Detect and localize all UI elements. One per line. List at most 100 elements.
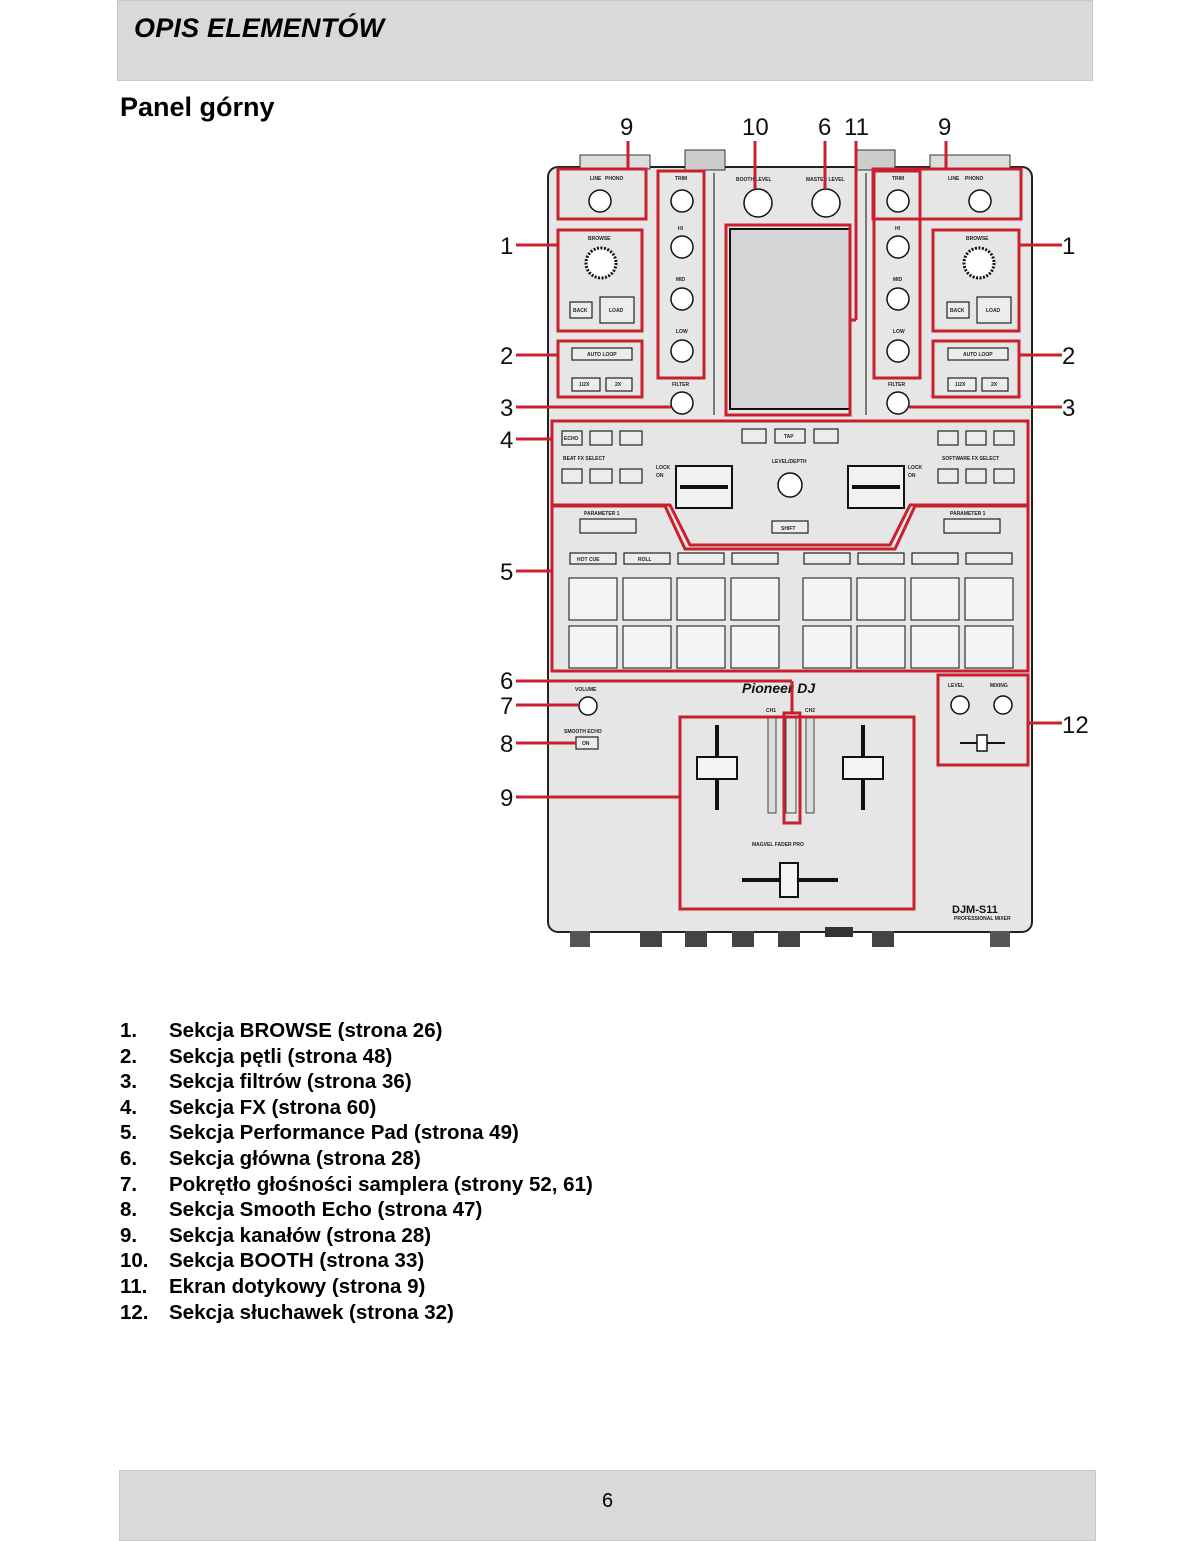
device-label: LEVEL <box>948 683 964 689</box>
legend-item: 7.Pokrętło głośności samplera (strony 52… <box>120 1172 593 1198</box>
software-fx-button-3[interactable] <box>993 430 1015 446</box>
trans-button[interactable] <box>619 468 643 484</box>
software-fx-button-1[interactable] <box>937 430 959 446</box>
channel-fader-left[interactable] <box>696 756 738 780</box>
device-label: ROLL <box>638 557 652 563</box>
device-label: HI <box>678 226 684 232</box>
back-button-right[interactable] <box>946 301 970 319</box>
legend-text: Ekran dotykowy (strona 9) <box>169 1274 426 1298</box>
load-button-right[interactable] <box>976 296 1012 324</box>
footer-bar: 6 <box>119 1470 1096 1541</box>
reverb-button[interactable] <box>561 468 583 484</box>
device-label: PHONO <box>965 176 983 182</box>
tap-button[interactable] <box>774 428 806 444</box>
software-fx-select-1[interactable] <box>937 468 959 484</box>
legend-text: Sekcja FX (strona 60) <box>169 1095 377 1119</box>
echo-button[interactable] <box>561 430 583 446</box>
low-knob-left[interactable] <box>670 339 694 363</box>
pad <box>622 577 672 621</box>
legend-item: 3. Sekcja filtrów (strona 36) <box>120 1069 593 1095</box>
filter-knob-left[interactable] <box>670 391 694 415</box>
level-depth-knob[interactable] <box>777 472 803 498</box>
parameter-buttons-right[interactable] <box>943 518 1001 534</box>
parameter-buttons-left[interactable] <box>579 518 637 534</box>
hi-knob-right[interactable] <box>886 235 910 259</box>
double-loop-button-right[interactable] <box>981 377 1009 392</box>
legend-item: 4.Sekcja FX (strona 60) <box>120 1095 593 1121</box>
saved-loop-button-left <box>677 552 725 565</box>
double-loop-button-left[interactable] <box>605 377 633 392</box>
callout-left-1: 1 <box>500 233 513 260</box>
shift-button[interactable] <box>771 520 809 534</box>
top-connector <box>854 149 896 171</box>
crossfader[interactable] <box>779 862 799 898</box>
half-loop-button-right[interactable] <box>947 377 977 392</box>
device-label: 1/2X <box>955 382 966 388</box>
sampler-button-left <box>731 552 779 565</box>
touch-screen <box>729 228 851 410</box>
input-selector-a[interactable] <box>588 189 612 213</box>
device-label: VOLUME <box>575 687 597 693</box>
callout-box-5-pads <box>550 504 1030 673</box>
device-label: PARAMETER 1 <box>950 511 986 517</box>
backspin-button[interactable] <box>589 430 613 446</box>
legend-num: 9. <box>120 1223 138 1247</box>
legend-item: 12.Sekcja słuchawek (strona 32) <box>120 1300 593 1326</box>
trim-knob-right[interactable] <box>886 189 910 213</box>
legend-list: 1.Sekcja BROWSE (strona 26) 2.Sekcja pęt… <box>120 1018 593 1325</box>
back-button-left[interactable] <box>569 301 593 319</box>
device-label: TRIM <box>675 176 687 182</box>
callout-box-1-left <box>556 228 644 333</box>
device-label: PROFESSIONAL MIXER <box>954 916 1011 922</box>
browse-knob-left[interactable] <box>584 246 618 280</box>
device-label: PARAMETER 1 <box>584 511 620 517</box>
hot-cue-button-left <box>569 552 617 565</box>
vinyl-brake-button[interactable] <box>589 468 613 484</box>
device-label: PHONO <box>605 176 623 182</box>
half-loop-button-left[interactable] <box>571 377 601 392</box>
software-fx-button-2[interactable] <box>965 430 987 446</box>
software-fx-select-2[interactable] <box>965 468 987 484</box>
beat-right-button[interactable] <box>813 428 839 444</box>
legend-num: 1. <box>120 1019 138 1042</box>
trim-knob-left[interactable] <box>670 189 694 213</box>
performance-pads <box>568 577 1014 669</box>
channel-fader-right[interactable] <box>842 756 884 780</box>
low-knob-right[interactable] <box>886 339 910 363</box>
callout-box-9-faders <box>678 715 916 911</box>
master-level-knob[interactable] <box>811 188 841 218</box>
auto-loop-button-right[interactable] <box>947 347 1009 361</box>
callout-left-3: 3 <box>500 395 513 422</box>
hi-knob-left[interactable] <box>670 235 694 259</box>
mid-knob-left[interactable] <box>670 287 694 311</box>
legend-text: Sekcja Smooth Echo (strona 47) <box>169 1198 483 1222</box>
callout-right-2: 2 <box>1062 343 1075 370</box>
device-label: LINE <box>948 176 960 182</box>
flanger-button[interactable] <box>619 430 643 446</box>
headphones-level-knob[interactable] <box>950 695 970 715</box>
booth-level-knob[interactable] <box>743 188 773 218</box>
callout-left-8: 8 <box>500 731 513 758</box>
legend-num: 3. <box>120 1070 138 1094</box>
sampler-volume-knob[interactable] <box>578 696 598 716</box>
top-connector <box>579 154 651 170</box>
filter-knob-right[interactable] <box>886 391 910 415</box>
browse-knob-right[interactable] <box>962 246 996 280</box>
headphones-cue-fader[interactable] <box>976 734 988 752</box>
legend-text: Sekcja filtrów (strona 36) <box>169 1070 412 1094</box>
software-fx-select-3[interactable] <box>993 468 1015 484</box>
legend-text: Sekcja kanałów (strona 28) <box>169 1223 432 1247</box>
device-label: FILTER <box>672 382 690 388</box>
input-selector-b[interactable] <box>968 189 992 213</box>
device-label: TAP <box>784 434 794 440</box>
device-label: LOW <box>893 329 905 335</box>
mid-knob-right[interactable] <box>886 287 910 311</box>
load-button-left[interactable] <box>599 296 635 324</box>
sampler-button-right <box>965 552 1013 565</box>
headphones-mixing-knob[interactable] <box>993 695 1013 715</box>
callout-box-eq-right <box>872 169 922 380</box>
auto-loop-button-left[interactable] <box>571 347 633 361</box>
device-label: CH1 <box>766 708 776 714</box>
legend-num: 2. <box>120 1044 138 1068</box>
beat-left-button[interactable] <box>741 428 767 444</box>
